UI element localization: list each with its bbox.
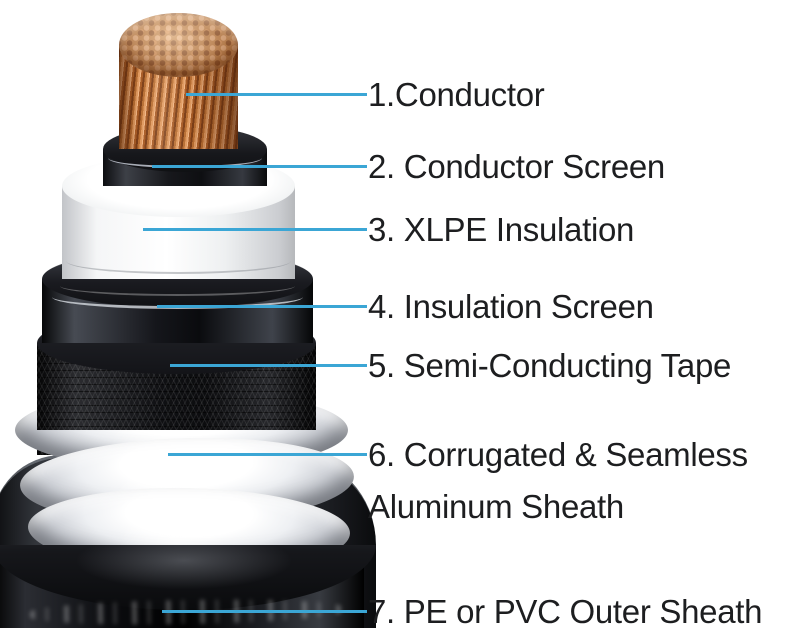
label-semi-conducting-tape: 5. Semi-Conducting Tape (368, 347, 732, 385)
leader-line-5 (170, 364, 367, 367)
label-aluminum-sheath-line1: 6. Corrugated & Seamless (368, 436, 748, 474)
leader-line-1 (186, 93, 367, 96)
label-insulation-screen: 4. Insulation Screen (368, 288, 654, 326)
leader-line-3 (143, 228, 367, 231)
conductor-top-face (119, 13, 238, 77)
label-conductor-screen: 2. Conductor Screen (368, 148, 665, 186)
leader-line-6 (168, 453, 367, 456)
label-xlpe-insulation: 3. XLPE Insulation (368, 211, 635, 249)
leader-line-7 (162, 610, 367, 613)
leader-line-4 (157, 305, 367, 308)
label-aluminum-sheath-line2: Aluminum Sheath (368, 488, 624, 526)
xlpe-bottom-shading-arc (66, 248, 291, 274)
label-conductor: 1.Conductor (368, 76, 545, 114)
leader-line-2 (152, 165, 367, 168)
label-outer-sheath: 7. PE or PVC Outer Sheath (368, 593, 763, 628)
